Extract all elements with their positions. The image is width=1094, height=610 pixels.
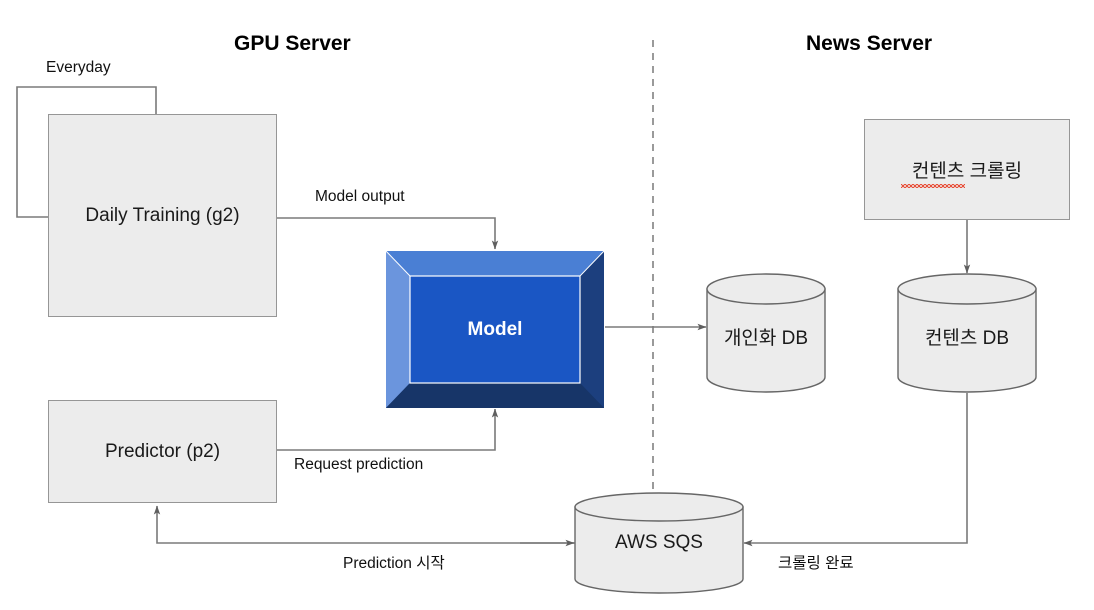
section-title-news-server: News Server xyxy=(806,32,933,55)
edge-label-request-prediction: Request prediction xyxy=(294,456,424,473)
node-personalization-db[interactable]: 개인화 DB xyxy=(706,273,826,393)
edge-request-prediction xyxy=(277,408,499,451)
node-aws-sqs[interactable]: AWS SQS xyxy=(574,492,744,594)
node-content-crawling-label: 컨텐츠 크롤링 xyxy=(911,161,1023,182)
node-content-db-label: 컨텐츠 DB xyxy=(924,328,1010,349)
edge-model-output xyxy=(277,217,499,250)
node-personalization-db-label: 개인화 DB xyxy=(723,328,809,349)
node-daily-training-label: Daily Training (g2) xyxy=(85,204,240,226)
cylinder-shape-aws-sqs xyxy=(574,492,744,594)
edge-label-everyday: Everyday xyxy=(46,59,111,76)
node-content-crawling[interactable]: 컨텐츠 크롤링 xyxy=(864,119,1070,220)
node-content-db[interactable]: 컨텐츠 DB xyxy=(897,273,1037,393)
node-model[interactable]: Model xyxy=(385,250,605,409)
node-predictor[interactable]: Predictor (p2) xyxy=(48,400,277,503)
edge-label-crawling-complete: 크롤링 완료 xyxy=(778,555,854,572)
cylinder-shape-personalization xyxy=(706,273,826,393)
spellcheck-underline-icon xyxy=(901,184,965,188)
node-model-label: Model xyxy=(467,318,523,340)
edge-label-model-output: Model output xyxy=(315,188,405,205)
edge-prediction-start xyxy=(153,505,575,544)
edge-label-prediction-start: Prediction 시작 xyxy=(343,555,445,572)
section-title-gpu-server: GPU Server xyxy=(234,32,351,55)
node-aws-sqs-label: AWS SQS xyxy=(615,532,703,553)
node-predictor-label: Predictor (p2) xyxy=(104,440,221,462)
edge-crawling-complete xyxy=(743,393,968,547)
node-daily-training[interactable]: Daily Training (g2) xyxy=(48,114,277,317)
cylinder-shape-content-db xyxy=(897,273,1037,393)
model-cube-faces xyxy=(385,250,605,409)
